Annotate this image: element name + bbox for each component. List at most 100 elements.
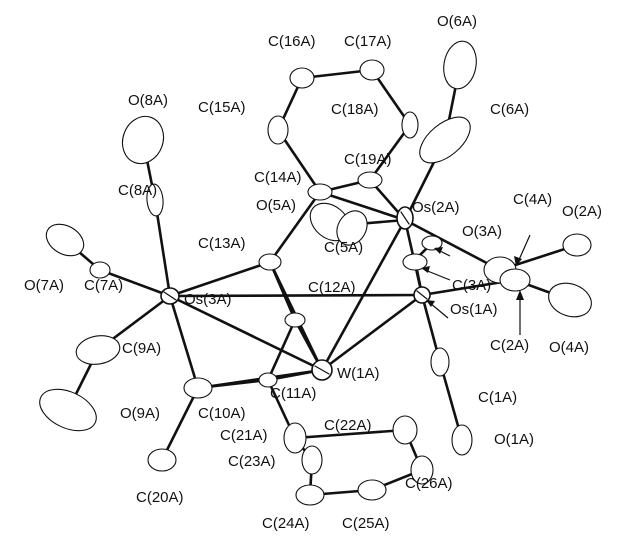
atom-c6 <box>419 116 471 164</box>
os1-shading <box>416 290 428 300</box>
bond-os2-c14 <box>318 190 407 222</box>
label-c12: C(12A) <box>308 279 356 296</box>
bond-c18-c19 <box>368 123 412 182</box>
label-os2: Os(2A) <box>412 199 460 216</box>
atom-c23 <box>301 445 323 475</box>
arrowhead-c4 <box>514 256 522 266</box>
bond-c17-c18 <box>370 68 412 127</box>
w1-shading <box>314 365 330 375</box>
arrows <box>421 234 531 335</box>
bond-c13-c14 <box>268 190 322 264</box>
bond-c10-c20 <box>160 386 200 462</box>
bond-os3-os1 <box>168 293 424 298</box>
arrowhead-c2 <box>516 290 524 300</box>
atom-o7 <box>45 223 85 257</box>
atom-c7 <box>89 261 111 279</box>
bond-w1-os1 <box>320 293 424 372</box>
bond-os3-c13 <box>168 260 272 298</box>
atom-c15 <box>267 115 289 145</box>
atom-c1 <box>430 347 450 377</box>
label-o7: O(7A) <box>24 277 64 294</box>
atom-c3 <box>402 253 428 271</box>
arrowhead-os1 <box>426 300 435 307</box>
atom-c12 <box>284 312 306 328</box>
atom-c22 <box>392 415 418 445</box>
label-c18: C(18A) <box>331 101 379 118</box>
atom-o8 <box>121 115 165 165</box>
label-c17: C(17A) <box>344 33 392 50</box>
label-c11: C(11A) <box>270 385 316 402</box>
atom-c18 <box>401 111 419 139</box>
bond-os3-c10 <box>168 294 200 390</box>
atom-c5 <box>336 210 368 246</box>
label-c20: C(20A) <box>136 489 184 506</box>
label-c6: C(6A) <box>490 101 529 118</box>
atom-c19 <box>357 171 383 189</box>
label-o4: O(4A) <box>549 339 589 356</box>
label-c9: C(9A) <box>122 340 161 357</box>
atom-c9 <box>75 335 121 365</box>
bond-c12-c13 <box>268 260 297 322</box>
label-w1: W(1A) <box>337 365 380 382</box>
label-c16: C(16A) <box>268 33 316 50</box>
label-c10: C(10A) <box>198 405 246 422</box>
label-c26: C(26A) <box>405 475 453 492</box>
label-o9: O(9A) <box>120 405 160 422</box>
label-c21: C(21A) <box>220 427 268 444</box>
label-c14: C(14A) <box>254 169 302 186</box>
label-c8: C(8A) <box>118 182 157 199</box>
label-o2: O(2A) <box>562 203 602 220</box>
label-c19: C(19A) <box>344 151 392 168</box>
label-c4: C(4A) <box>513 191 552 208</box>
arrowhead-o3 <box>434 247 443 254</box>
atom-c17 <box>359 59 385 81</box>
label-c13: C(13A) <box>198 235 246 252</box>
os3-shading <box>163 291 177 301</box>
bond-c21-c22 <box>293 428 407 440</box>
label-c24: C(24A) <box>262 515 310 532</box>
label-c5: C(5A) <box>324 239 363 256</box>
atom-o6 <box>443 40 477 90</box>
atom-c20 <box>147 448 177 472</box>
atom-o1 <box>451 424 473 456</box>
arrowhead-c3 <box>421 266 430 273</box>
label-o3: O(3A) <box>462 223 502 240</box>
label-c23: C(23A) <box>228 453 276 470</box>
bond-os2-c4 <box>403 218 502 272</box>
os2-shading <box>400 211 410 225</box>
atom-c21 <box>283 422 307 454</box>
bond-os3-w1 <box>168 294 324 372</box>
atom-labels: C(16A) C(17A) O(6A) C(15A) C(18A) C(6A) … <box>24 13 602 532</box>
atom-c2 <box>499 268 531 292</box>
label-c1: C(1A) <box>478 389 517 406</box>
label-os3: Os(3A) <box>184 291 232 308</box>
arrow-c4 <box>517 234 531 263</box>
atom-c24 <box>295 484 325 506</box>
atom-c26 <box>410 455 434 485</box>
label-c2: C(2A) <box>490 337 529 354</box>
label-c22: C(22A) <box>324 417 372 434</box>
bond-c11-c12 <box>266 318 297 382</box>
atom-c16 <box>289 67 315 89</box>
label-o6: O(6A) <box>437 13 477 30</box>
atoms <box>39 40 592 506</box>
arrow-c3 <box>424 269 451 281</box>
bond-os3-c7 <box>98 268 172 298</box>
atom-c11 <box>258 372 278 388</box>
label-c7: C(7A) <box>84 277 123 294</box>
label-c15: C(15A) <box>198 99 246 116</box>
label-os1: Os(1A) <box>450 301 498 318</box>
label-o5: O(5A) <box>256 197 296 214</box>
bond-w1-os2 <box>320 218 407 372</box>
atom-o4 <box>548 282 592 318</box>
atom-c10 <box>183 377 213 399</box>
arrow-os1 <box>429 302 449 319</box>
atom-c14 <box>307 183 333 201</box>
atom-c13 <box>258 253 282 271</box>
atom-o2 <box>562 233 592 257</box>
label-c25: C(25A) <box>342 515 390 532</box>
atom-o9 <box>39 388 97 432</box>
label-c3: C(3A) <box>452 277 491 294</box>
